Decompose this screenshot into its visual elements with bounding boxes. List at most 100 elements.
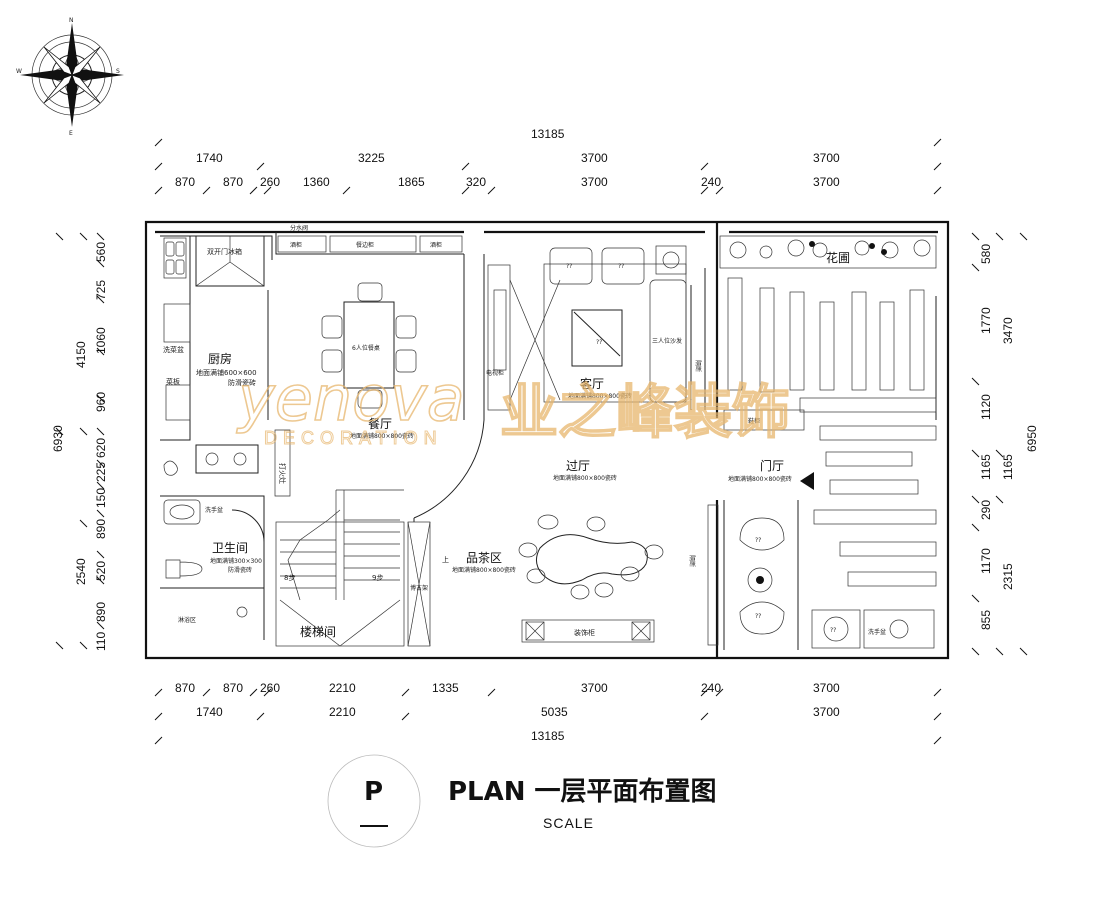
dim-bot-r2-2: 5035 [541, 705, 568, 719]
label-basin-qq: ?? [830, 627, 836, 634]
room-hall: 过厅 [566, 459, 590, 473]
label-cabinet-2: 酒柜 [430, 241, 442, 249]
label-partition-1: 隔断 [694, 360, 702, 372]
watermark-brand: yenova [236, 362, 465, 435]
dim-bot-r1-3: 2210 [329, 681, 356, 695]
dim-bot-r1-2: 260 [260, 681, 280, 695]
dim-left-seg-10: 110 [94, 632, 108, 651]
dim-top-r2-7: 240 [701, 175, 721, 189]
label-sofa3: 三人位沙发 [652, 337, 682, 345]
dimension-top: 13185 1740 3225 3700 3700 870 870 260 13… [154, 127, 942, 195]
label-coffee-table: ?? [596, 339, 602, 346]
title-block: P PLAN 一层平面布置图 SCALE [327, 754, 717, 848]
room-stairs: 楼梯间 [300, 624, 336, 639]
dim-right-grp-0: 3470 [1001, 317, 1015, 344]
dim-right-seg-6: 855 [979, 610, 993, 630]
dim-left-seg-1: 725 [94, 280, 108, 300]
dim-left-grp-0: 4150 [74, 341, 88, 368]
title-symbol: P [364, 777, 383, 807]
compass-e: E [69, 130, 73, 137]
dim-top-r2-6: 3700 [581, 175, 608, 189]
compass-n: N [69, 17, 74, 24]
dim-left-grp-1: 2540 [74, 558, 88, 585]
dim-top-r1-1: 3225 [358, 151, 385, 165]
bath-note-1: 地面满铺300×300 [210, 557, 262, 565]
label-sink: 洗菜盆 [163, 345, 184, 354]
label-sideboard: 餐边柜 [356, 241, 374, 249]
label-fixture-b: ?? [755, 613, 761, 620]
label-basin-bath: 洗手盆 [205, 506, 223, 514]
compass-s: S [116, 68, 120, 75]
dim-left-seg-8: 520 [94, 561, 108, 581]
hall-note: 地面满铺800×800瓷砖 [553, 474, 617, 482]
label-fridge: 双开门冰箱 [207, 247, 242, 256]
bathroom-area: 洗手盆 卫生间 地面满铺300×300 防滑瓷砖 淋浴区 [163, 499, 262, 624]
dim-top-r2-3: 1360 [303, 175, 330, 189]
label-deco-cabinet: 装饰柜 [574, 628, 595, 637]
dimension-right: 580 1770 1120 1165 290 1170 855 3470 116… [971, 232, 1039, 656]
dim-top-r2-4: 1865 [398, 175, 425, 189]
dim-bot-r2-3: 3700 [813, 705, 840, 719]
room-living: 客厅 [580, 376, 604, 391]
hall-area: 过厅 地面满铺800×800瓷砖 鞋柜 门厅 地面满铺800×800瓷砖 隔断 [553, 409, 814, 646]
room-dining: 餐厅 [368, 416, 392, 431]
dim-left-seg-3: 960 [94, 392, 108, 412]
dim-top-r2-8: 3700 [813, 175, 840, 189]
tea-note: 地面满铺800×800瓷砖 [452, 566, 516, 574]
dim-bot-r2-1: 2210 [329, 705, 356, 719]
dim-bot-r1-4: 1335 [432, 681, 459, 695]
label-shoe-cabinet: 鞋柜 [748, 417, 760, 425]
dim-left-seg-7: 890 [94, 519, 108, 539]
dim-left-seg-9: 890 [94, 602, 108, 622]
dim-top-r1-3: 3700 [813, 151, 840, 165]
room-tea: 品茶区 [466, 550, 502, 565]
compass-w: W [16, 68, 22, 75]
bath-note-2: 防滑瓷砖 [228, 566, 252, 574]
dim-right-seg-5: 1170 [979, 548, 993, 574]
living-note: 地面满铺800×800瓷砖 [568, 392, 632, 400]
dim-top-r2-0: 870 [175, 175, 195, 189]
dimension-bottom: 870 870 260 2210 1335 3700 240 3700 1740… [154, 681, 942, 745]
dim-right-seg-2: 1120 [979, 394, 993, 420]
dim-top-r2-5: 320 [466, 175, 486, 189]
dim-right-seg-0: 580 [979, 244, 993, 264]
room-kitchen: 厨房 [208, 351, 232, 366]
room-bathroom: 卫生间 [212, 541, 248, 555]
living-area: 电视柜 ?? ?? ?? 三人位沙发 客厅 地面满铺800×800瓷砖 隔断 [486, 245, 702, 411]
dim-left-seg-6: 150 [94, 488, 108, 508]
label-board: 菜板 [166, 377, 180, 386]
title-text: PLAN 一层平面布置图 [448, 777, 717, 807]
label-steps-9: 9步 [372, 574, 383, 582]
dim-right-overall: 6950 [1025, 425, 1039, 452]
title-scale: SCALE [543, 815, 594, 831]
dim-right-grp-1: 1165 [1001, 454, 1015, 480]
label-curio: 博古架 [410, 584, 428, 592]
dim-bot-r1-1: 870 [223, 681, 243, 695]
label-fixture-a: ?? [755, 537, 761, 544]
dim-right-seg-4: 290 [979, 500, 993, 520]
dim-left-seg-2: 1060 [94, 327, 108, 354]
watermark: yenova 业之峰装饰 DECORATION [235, 361, 791, 448]
label-basin-foyer: 洗手盆 [868, 628, 886, 636]
dim-right-seg-3: 1165 [979, 454, 993, 480]
stairs-area: 8步 9步 楼梯间 博古架 [275, 489, 431, 647]
dining-area: 分水阀 酒柜 餐边柜 酒柜 6人位餐桌 餐厅 地面满铺800×800瓷砖 [277, 224, 485, 522]
dim-bot-r1-7: 3700 [813, 681, 840, 695]
label-armchair-1: ?? [566, 263, 572, 270]
dim-top-r1-2: 3700 [581, 151, 608, 165]
dim-bot-overall: 13185 [531, 729, 565, 743]
foyer-note: 地面满铺800×800瓷砖 [728, 475, 792, 483]
dining-note: 地面满铺800×800瓷砖 [350, 432, 414, 440]
dim-right-seg-1: 1770 [979, 307, 993, 334]
dim-bot-r1-6: 240 [701, 681, 721, 695]
label-up: 上 [442, 555, 449, 564]
dim-top-r2-1: 870 [223, 175, 243, 189]
label-shower: 淋浴区 [178, 616, 196, 624]
dimension-left: 6930 4150 2540 560 725 1060 960 620 225 … [51, 232, 108, 651]
tea-area: 上 品茶区 地面满铺800×800瓷砖 装饰柜 [442, 514, 664, 643]
label-cabinet-1: 酒柜 [290, 241, 302, 249]
dim-left-seg-5: 225 [94, 462, 108, 482]
kitchen-note-2: 防滑瓷砖 [228, 378, 256, 387]
label-table6: 6人位餐桌 [352, 344, 380, 352]
